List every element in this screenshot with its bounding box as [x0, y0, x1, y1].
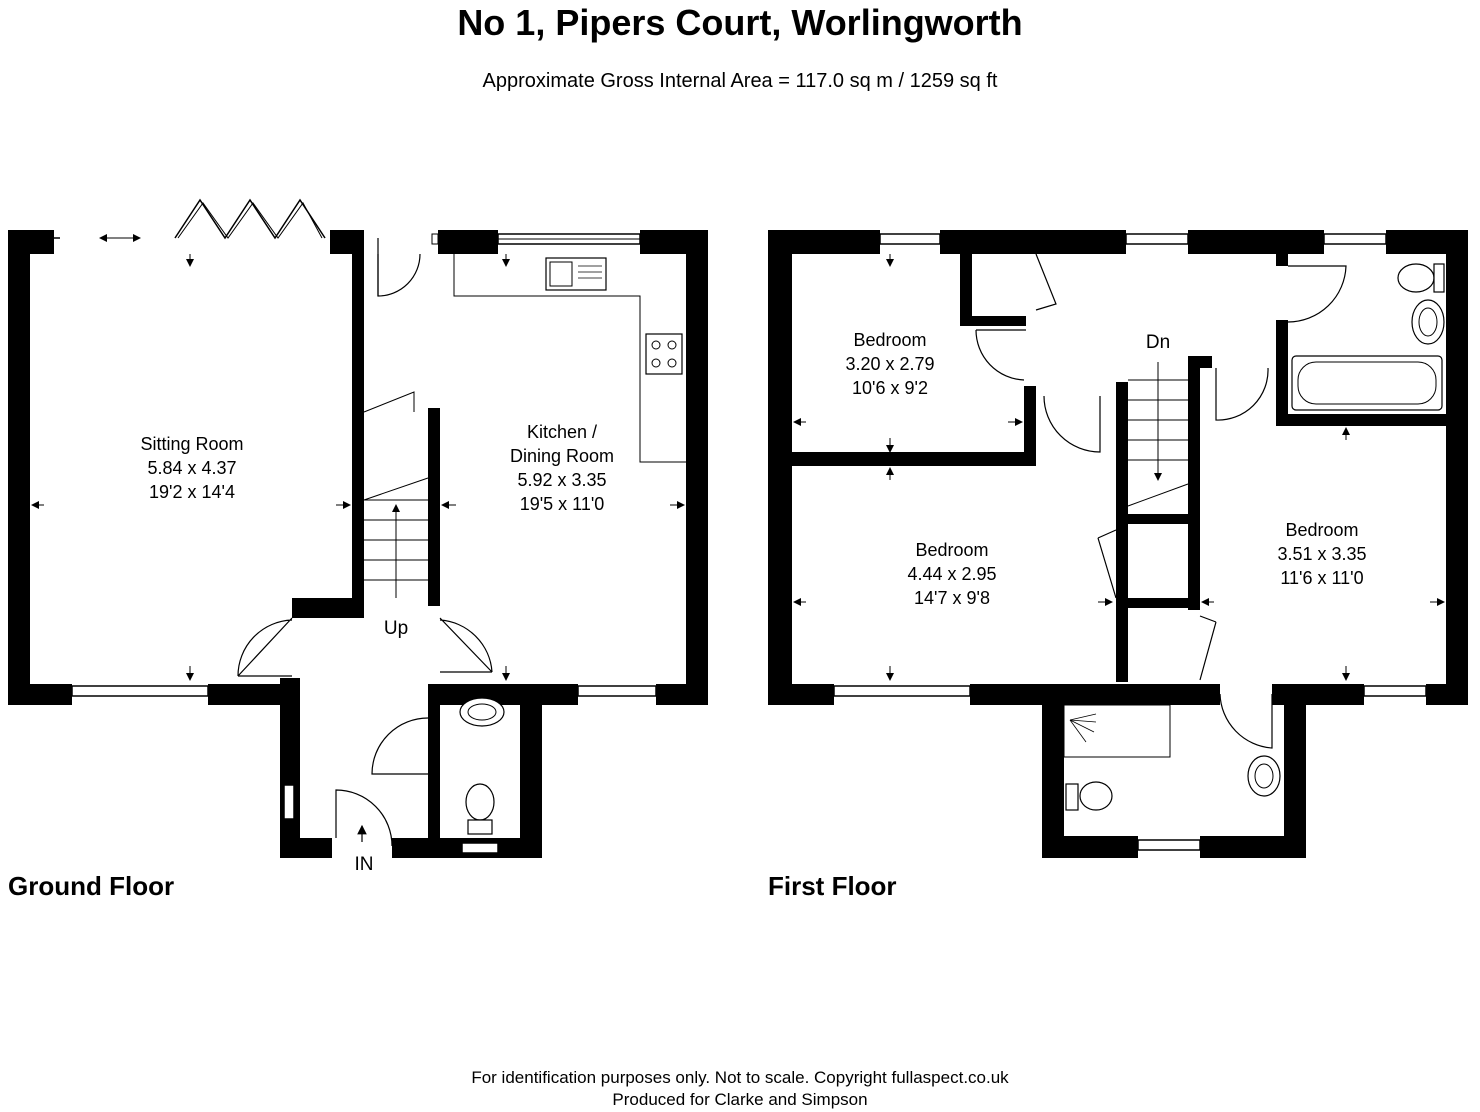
first-floor-plan: Bedroom 3.20 x 2.79 10'6 x 9'2 Bedroom 4… — [768, 230, 1468, 858]
sitting-room-imperial: 19'2 x 14'4 — [149, 482, 235, 502]
entrance-label: IN — [355, 854, 374, 875]
sitting-room-metric: 5.84 x 4.37 — [147, 458, 236, 478]
first-floor-label: First Floor — [768, 871, 897, 901]
copyright-note: For identification purposes only. Not to… — [471, 1068, 1009, 1087]
kitchen-metric: 5.92 x 3.35 — [517, 470, 606, 490]
kitchen-name-line2: Dining Room — [510, 446, 614, 466]
bedroom-3-imperial: 11'6 x 11'0 — [1280, 568, 1363, 588]
page-title: No 1, Pipers Court, Worlingworth — [457, 2, 1023, 43]
area-summary: Approximate Gross Internal Area = 117.0 … — [482, 70, 998, 92]
bedroom-3-metric: 3.51 x 3.35 — [1277, 544, 1366, 564]
bedroom-2-metric: 4.44 x 2.95 — [907, 564, 996, 584]
produced-for-note: Produced for Clarke and Simpson — [612, 1090, 868, 1109]
ground-floor-label: Ground Floor — [8, 871, 175, 901]
bedroom-2-imperial: 14'7 x 9'8 — [914, 588, 990, 608]
stairs-down-label: Dn — [1146, 332, 1170, 353]
kitchen-name-line1: Kitchen / — [527, 422, 597, 442]
bedroom-1-metric: 3.20 x 2.79 — [845, 354, 934, 374]
bedroom-2-name: Bedroom — [915, 540, 988, 560]
bedroom-3-name: Bedroom — [1285, 520, 1358, 540]
ground-floor-plan: Sitting Room 5.84 x 4.37 19'2 x 14'4 Kit… — [8, 198, 708, 875]
sitting-room-name: Sitting Room — [140, 434, 243, 454]
bedroom-1-imperial: 10'6 x 9'2 — [852, 378, 928, 398]
kitchen-imperial: 19'5 x 11'0 — [520, 494, 605, 514]
stairs-up-label: Up — [384, 618, 408, 639]
bedroom-1-name: Bedroom — [853, 330, 926, 350]
